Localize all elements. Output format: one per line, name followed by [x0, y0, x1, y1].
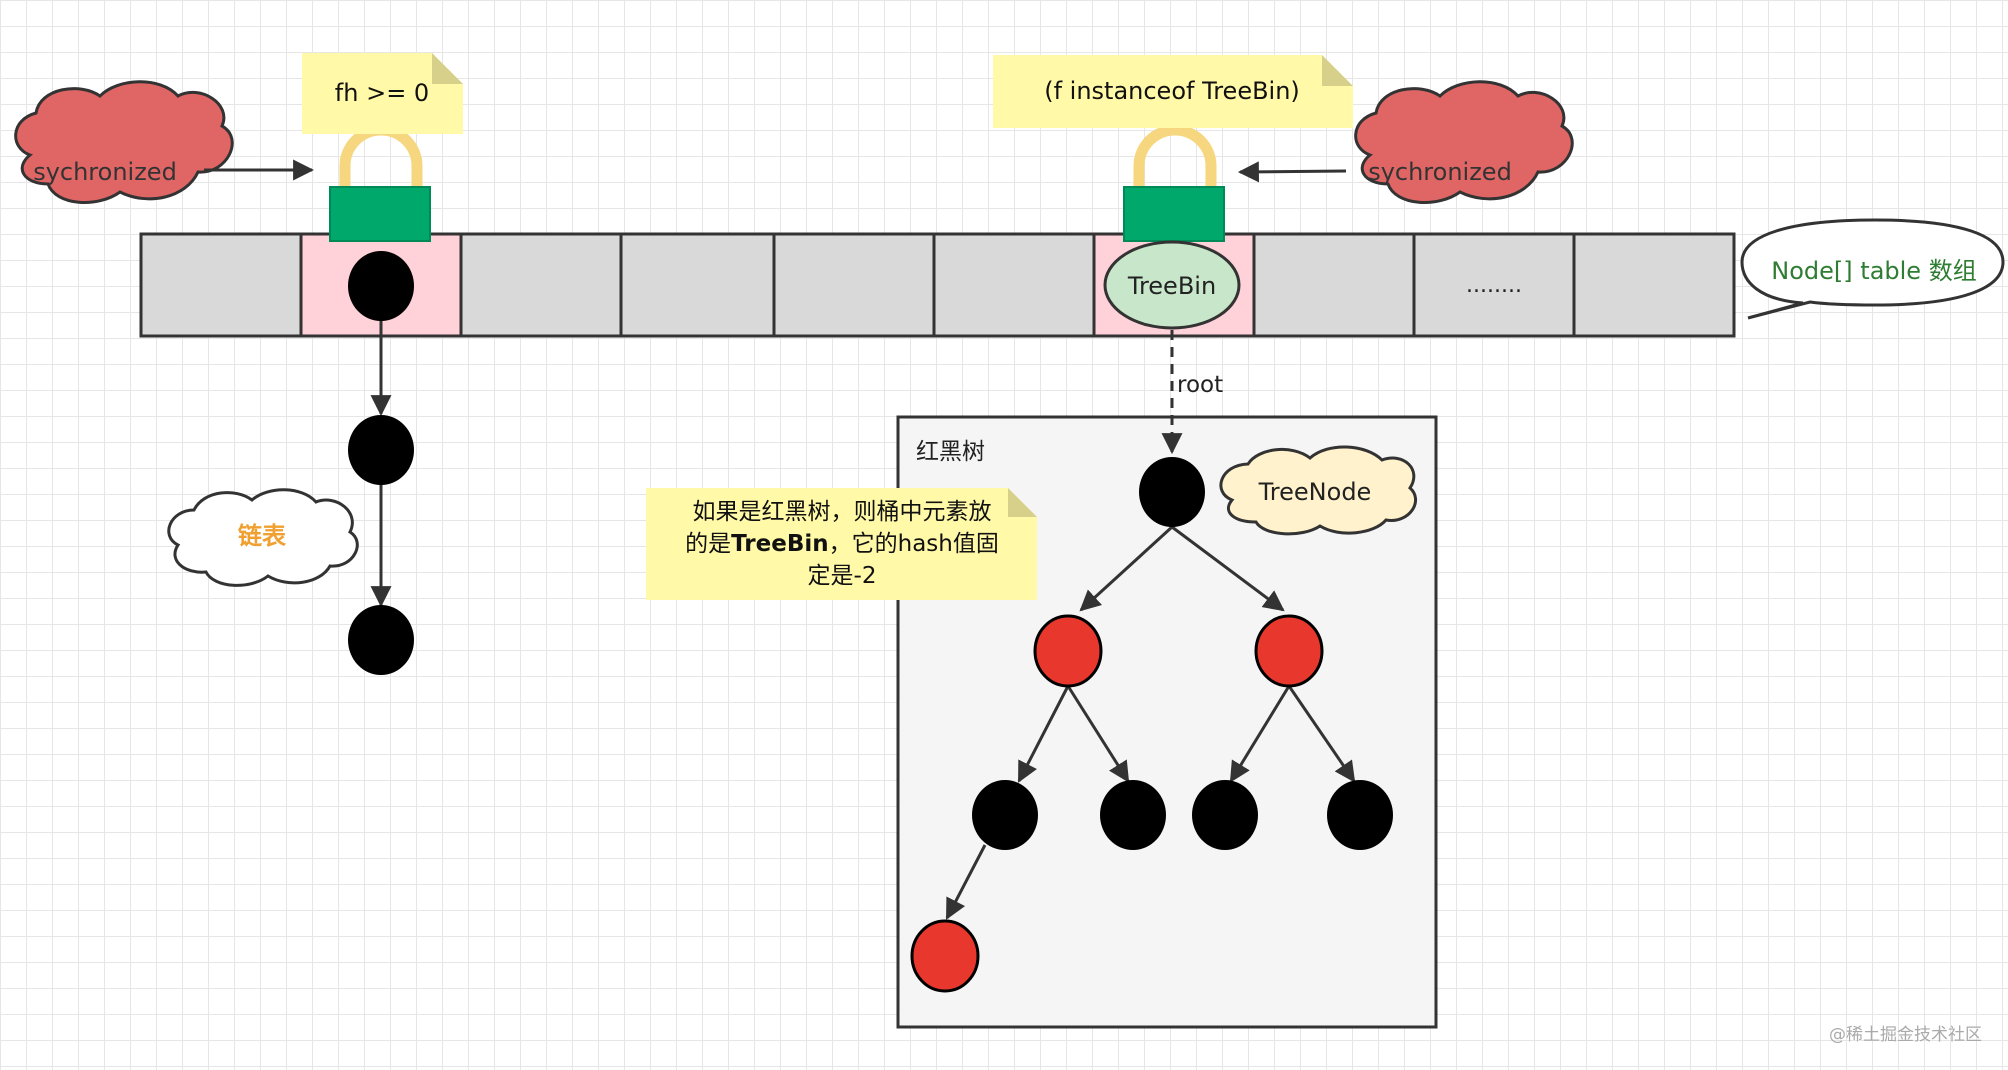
rbtree-node-black [1100, 780, 1166, 850]
rbtree-node-black [1327, 780, 1393, 850]
root-label: root [1177, 372, 1223, 398]
cloud-tree-node: TreeNode [1219, 445, 1417, 536]
rbtree-node-red [910, 919, 980, 993]
rbtree-node-red [1033, 614, 1103, 688]
table-ellipsis: ........ [1466, 273, 1522, 298]
table-cell [1252, 232, 1416, 338]
watermark: @稀土掘金技术社区 [1829, 1025, 1982, 1045]
treebin-node: TreeBin [1103, 240, 1241, 330]
cloud-sync-right: sychronized [1354, 80, 1574, 204]
table-cell [459, 232, 623, 338]
list-node [348, 415, 414, 485]
note-treebin-condition: (f instanceof TreeBin) [993, 55, 1353, 128]
note-treebin-explain: 如果是红黑树，则桶中元素放 的是TreeBin，它的hash值固 定是-2 [646, 488, 1037, 600]
rbtree-node-red [1254, 614, 1324, 688]
list-node [348, 605, 414, 675]
arrow-sync-right [1237, 161, 1347, 183]
table-cell [1572, 232, 1736, 338]
cloud-linked-list: 链表 [167, 488, 359, 587]
root-edge: root [1161, 330, 1223, 455]
treebin-condition-text: (f instanceof TreeBin) [1044, 77, 1300, 105]
table-callout: Node[] table 数组 [1740, 218, 2005, 320]
linked-list [348, 251, 414, 675]
rbtree-edges [945, 525, 1356, 920]
cloud-sync-left: sychronized [14, 80, 234, 204]
sync-left-text: sychronized [33, 158, 177, 186]
lock-icon [1123, 124, 1225, 242]
rbtree-node-black [972, 780, 1038, 850]
rbtree-nodes [910, 457, 1393, 993]
table-cell [1412, 232, 1576, 338]
explain-line-1: 如果是红黑树，则桶中元素放 [693, 499, 992, 525]
explain-line-3: 定是-2 [808, 563, 877, 589]
explain-line-2: 的是TreeBin，它的hash值固 [685, 531, 999, 557]
note-fh-condition: fh >= 0 [302, 53, 463, 134]
table-cell [619, 232, 776, 338]
rbtree-node-black [1192, 780, 1258, 850]
fh-condition-text: fh >= 0 [335, 79, 429, 107]
table-cell [139, 232, 303, 338]
treebin-label: TreeBin [1127, 272, 1216, 300]
table-cell [772, 232, 936, 338]
tree-node-label: TreeNode [1258, 478, 1372, 506]
lock-icon [329, 124, 431, 242]
rbtree-title: 红黑树 [916, 439, 985, 465]
rbtree-node-black [1139, 457, 1205, 527]
linked-list-label: 链表 [238, 522, 287, 550]
table-cell [932, 232, 1096, 338]
sync-right-text: sychronized [1368, 158, 1512, 186]
table-callout-text: Node[] table 数组 [1771, 257, 1976, 285]
list-node-head [348, 251, 414, 321]
